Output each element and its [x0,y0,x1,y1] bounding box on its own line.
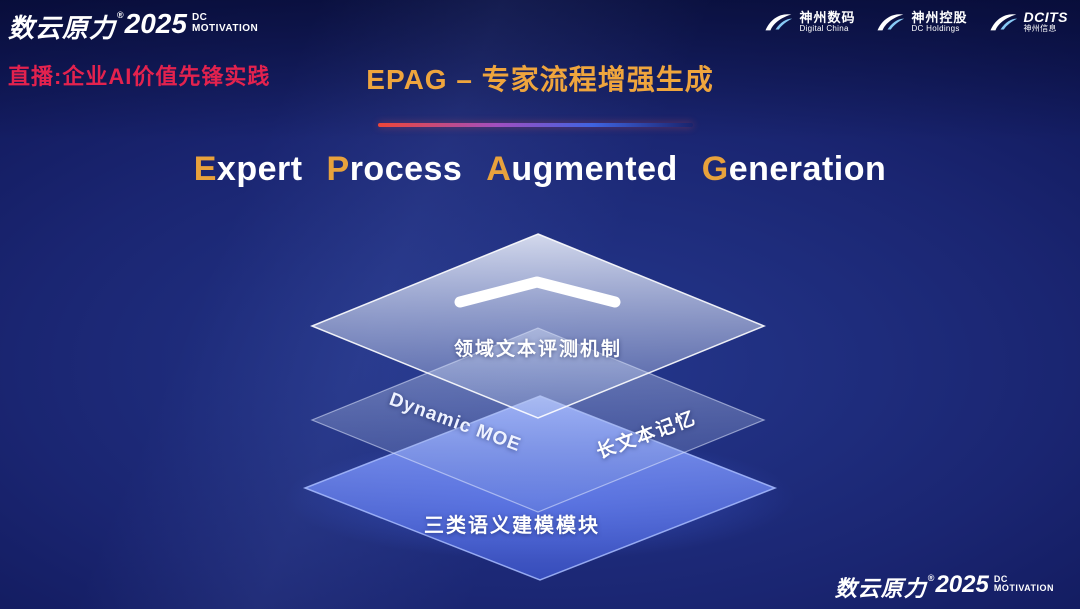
layer-stack-graphic [285,233,795,581]
chevron-up-icon [454,276,621,308]
slide-title: EPAG – 专家流程增强生成 [366,64,714,95]
logo-dcits: DCITS 神州信息 [988,9,1069,34]
logo-dc-holdings: 神州控股 DC Holdings [875,10,967,34]
layer3-label: 三类语义建模模块 [424,515,600,537]
brand-name: 数云原力 [834,576,927,601]
title-word-augmented: Augmented [486,150,678,188]
brand-sub-dc: DC [191,12,208,23]
registered-mark: ® [927,573,935,583]
gradient-divider [378,123,693,127]
brand-sub-motivation: MOTIVATION [191,22,259,34]
logo-name-en: DCITS [1023,9,1068,25]
brand-year: 2025 [935,571,989,598]
registered-mark: ® [117,10,124,20]
page-title: Expert Process Augmented Generation [0,150,1080,189]
logo-text: 神州控股 DC Holdings [911,9,968,34]
brand-sub-motivation: MOTIVATION [993,583,1054,594]
logo-name-cn: 神州控股 [911,9,968,25]
swoosh-icon [763,10,793,34]
brand-logo-top-left: 数云原力®2025 DC MOTIVATION [8,8,258,45]
title-word-expert: Expert [193,150,303,188]
logo-name-cn: 神州信息 [1023,24,1057,34]
brand-subtitle: DC MOTIVATION [191,12,259,34]
logo-name-en: Digital China [799,23,849,33]
layer-top [310,233,766,419]
brand-subtitle: DC MOTIVATION [993,574,1054,594]
swoosh-icon [875,10,905,34]
title-word-process: Process [326,150,463,188]
brand-year: 2025 [124,8,187,39]
title-word-generation: Generation [701,150,887,188]
logo-text: DCITS 神州信息 [1023,9,1069,34]
live-stream-label: 直播:企业AI价值先锋实践 [8,64,271,89]
swoosh-icon [988,10,1018,34]
logo-name-cn: 神州数码 [799,9,856,25]
layer-stack-diagram: 领域文本评测机制 Dynamic MOE 长文本记忆 三类语义建模模块 [270,228,810,598]
brand-sub-dc: DC [993,574,1008,584]
logo-name-en: DC Holdings [911,23,960,33]
layer-middle [310,327,766,513]
logo-digital-china: 神州数码 Digital China [763,10,855,34]
partner-logos: 神州数码 Digital China 神州控股 DC Holdings [763,9,1069,34]
logo-text: 神州数码 Digital China [799,9,856,34]
layer1-label: 领域文本评测机制 [453,339,622,360]
brand-name: 数云原力 [8,13,117,43]
brand-logo-bottom-right: 数云原力®2025 DC MOTIVATION [835,571,1054,603]
